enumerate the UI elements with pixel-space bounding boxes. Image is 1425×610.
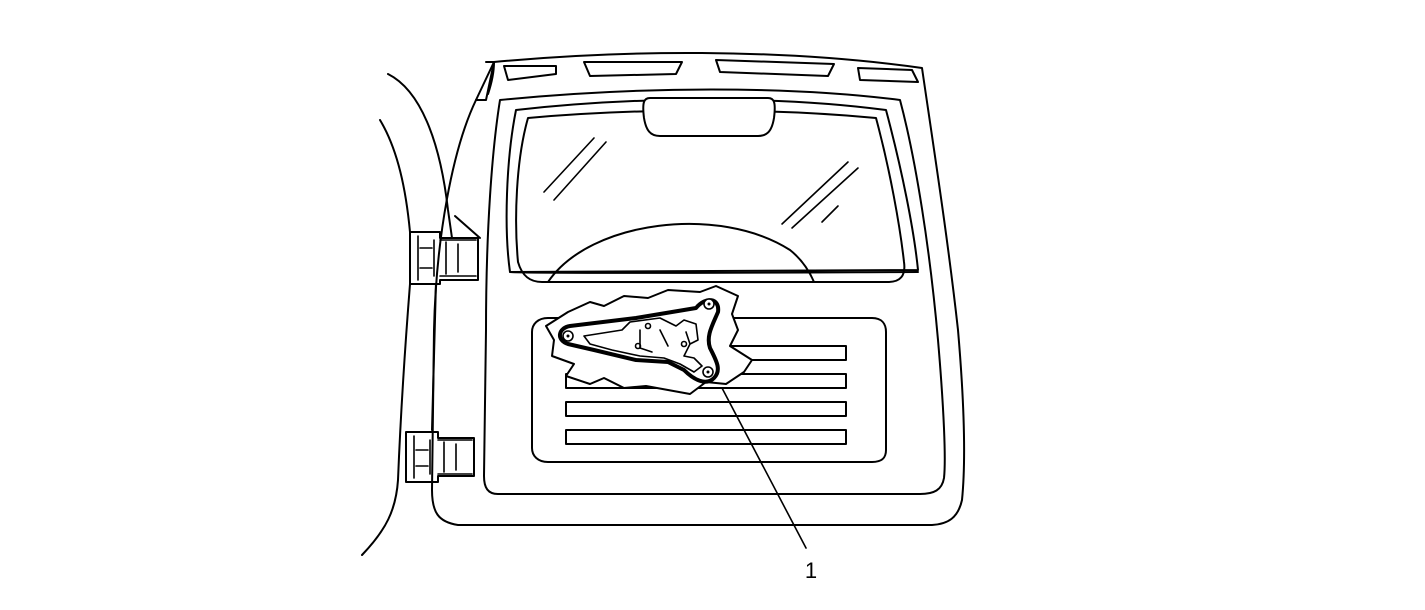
wiper-sweep-arc	[547, 223, 815, 283]
lower-trim-recess	[531, 317, 887, 463]
liftgate-inner-frame	[483, 88, 946, 495]
glass-reflection-marks	[543, 137, 859, 229]
liftgate-outer-panel	[431, 51, 966, 526]
wiper-motor-bracket	[558, 298, 721, 384]
wiper-motor	[583, 317, 703, 373]
lower-hinge	[405, 431, 475, 483]
callout-label-1: 1	[805, 558, 817, 583]
mounting-bolts	[562, 298, 715, 378]
upper-hinge	[409, 231, 479, 285]
callout-leader-line	[721, 387, 807, 549]
top-vent-slots	[503, 59, 919, 83]
high-mount-brake-light	[642, 97, 776, 137]
